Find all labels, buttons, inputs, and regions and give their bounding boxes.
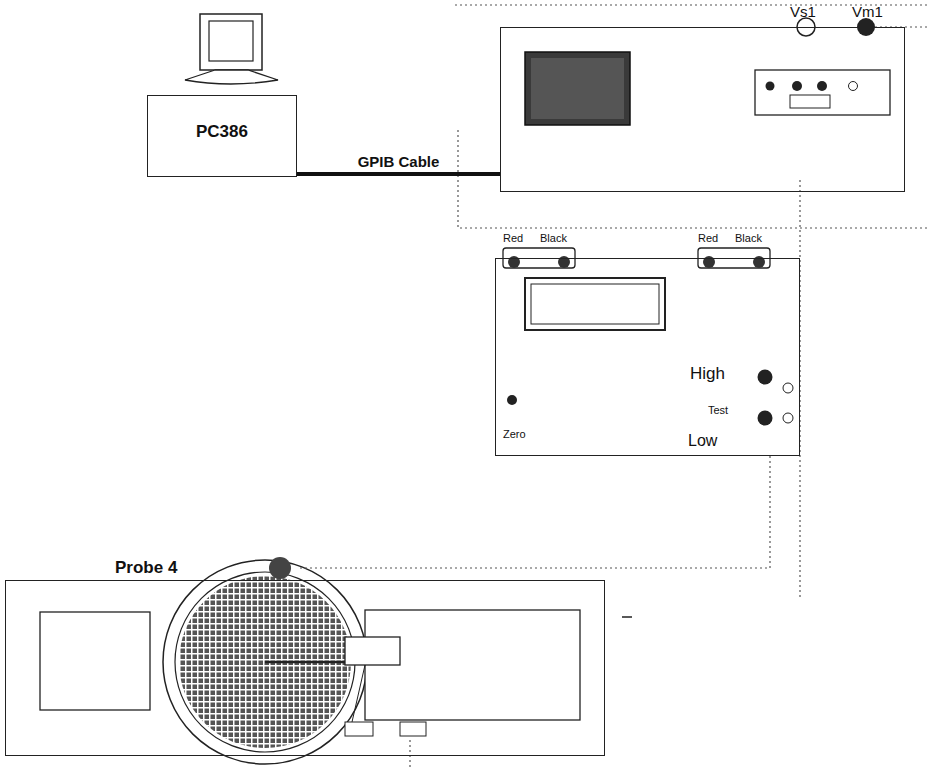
housing-outline	[495, 258, 800, 456]
node-text: PC386	[196, 122, 248, 142]
housing-outline	[500, 27, 905, 192]
node-text: Test	[708, 404, 728, 417]
source-meter: Vs1 Vm1	[500, 2, 905, 192]
computer-box: PC386	[147, 95, 297, 177]
terminal-label: Red	[698, 232, 718, 245]
node-text: Probe 4	[115, 558, 177, 578]
terminal-label: Black	[735, 232, 762, 245]
housing-outline	[5, 580, 605, 756]
cable-label: GPIB Cable	[355, 153, 443, 170]
wafer-prober: Probe 4	[5, 554, 605, 756]
node-text: Vm1	[852, 3, 883, 20]
terminal-label: Black	[540, 232, 567, 245]
probe-wire	[298, 456, 770, 568]
node-text: High	[690, 364, 725, 384]
node-text: Low	[688, 432, 717, 450]
terminal-label: Red	[503, 232, 523, 245]
gpib-cable	[297, 172, 500, 176]
multimeter: HighTestLow Zero	[495, 258, 800, 456]
node-text: Vs1	[790, 3, 816, 20]
node-text: Zero	[503, 428, 526, 441]
